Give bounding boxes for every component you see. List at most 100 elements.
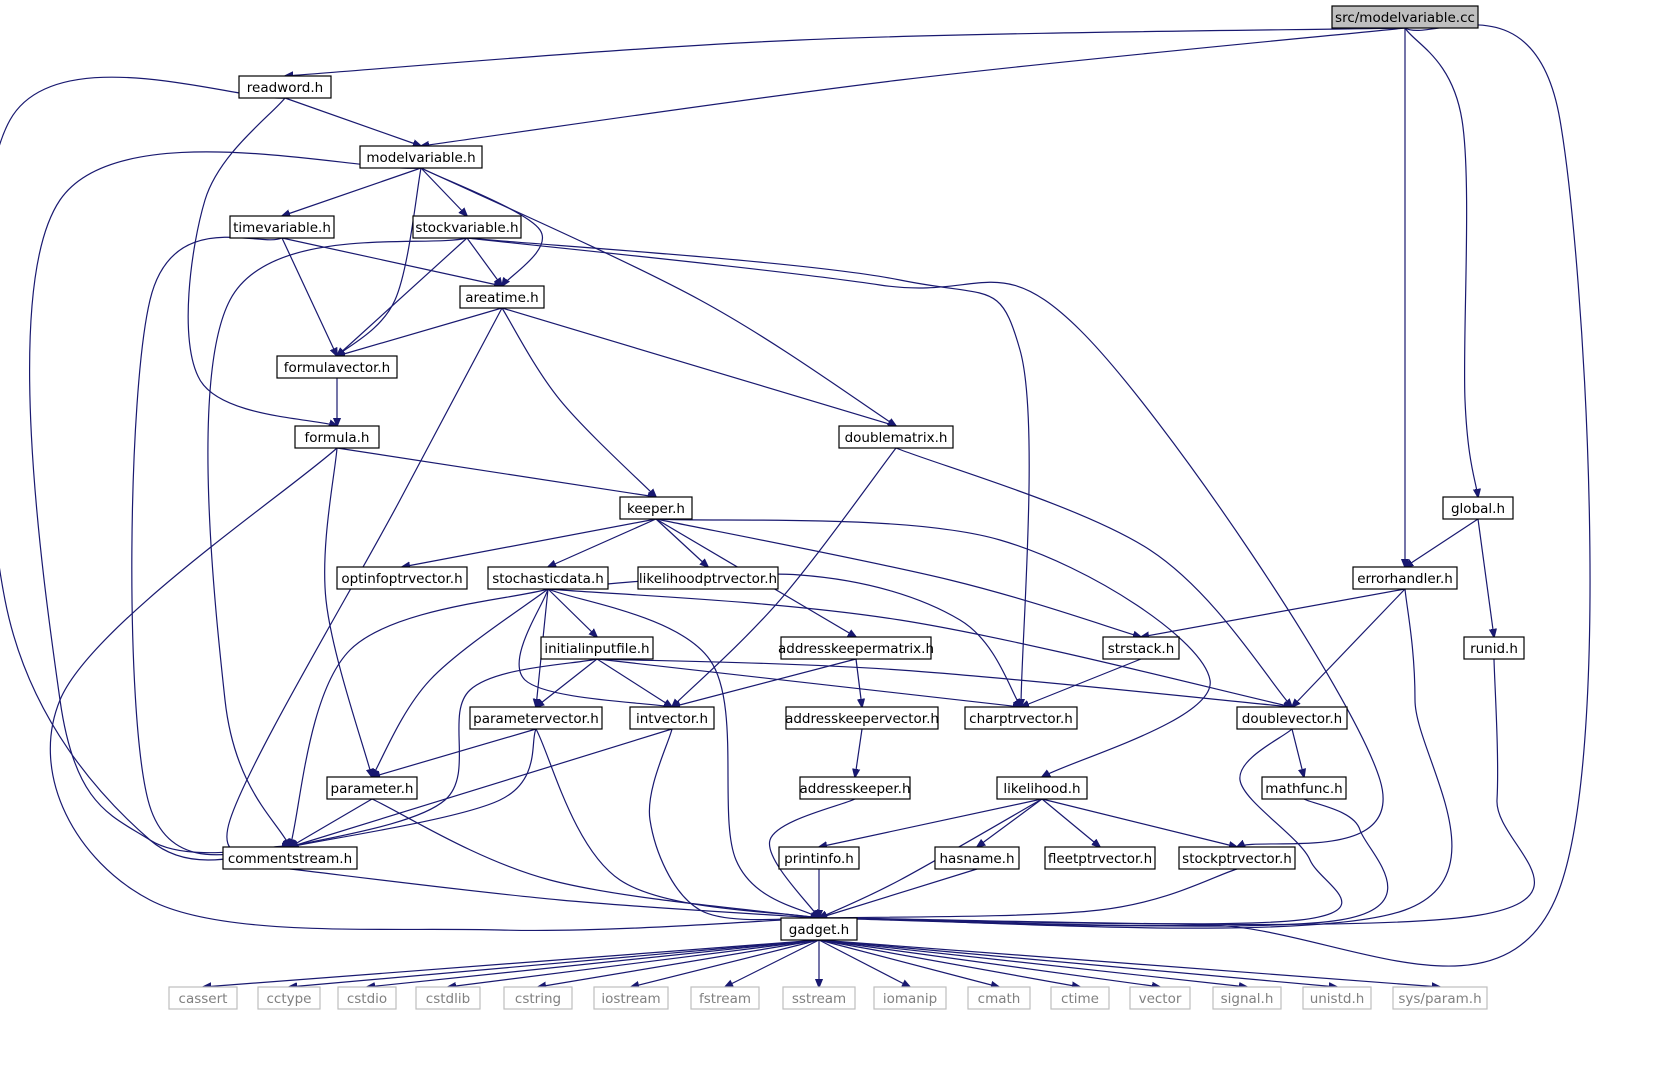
node-commentstream[interactable]: commentstream.h xyxy=(222,846,358,870)
edge-likelihood-to-hasname xyxy=(977,798,1043,847)
node-box xyxy=(782,986,856,1010)
node-label: strstack.h xyxy=(1108,641,1175,657)
node-fstream: fstream xyxy=(690,986,760,1010)
node-box xyxy=(593,986,669,1010)
node-global[interactable]: global.h xyxy=(1442,496,1514,520)
edge-initialinputfile-to-commentstream xyxy=(290,658,598,847)
node-printinfo[interactable]: printinfo.h xyxy=(778,846,860,870)
edge-gadget-to-cctype xyxy=(289,939,820,987)
node-box xyxy=(337,986,397,1010)
edge-gadget-to-sysparam xyxy=(818,939,1440,987)
node-label: hasname.h xyxy=(940,851,1015,867)
edge-root-to-readword xyxy=(285,27,1406,76)
node-label: ctime xyxy=(1061,991,1099,1007)
node-addresskeepervector[interactable]: addresskeepervector.h xyxy=(785,706,939,730)
edge-timevariable-to-formulavector xyxy=(281,237,337,356)
node-gadget[interactable]: gadget.h xyxy=(780,917,858,941)
node-box xyxy=(1463,636,1525,660)
node-box xyxy=(996,776,1088,800)
edge-parameter-to-gadget xyxy=(371,798,819,918)
edge-formula-to-parameter xyxy=(324,447,372,777)
node-runid[interactable]: runid.h xyxy=(1463,636,1525,660)
edge-likelihood-to-gadget xyxy=(819,798,1043,918)
node-box xyxy=(1442,496,1514,520)
node-iomanip: iomanip xyxy=(873,986,947,1010)
node-vector: vector xyxy=(1129,986,1191,1010)
node-box xyxy=(326,776,418,800)
node-readword[interactable]: readword.h xyxy=(238,75,332,99)
node-likelihood[interactable]: likelihood.h xyxy=(996,776,1088,800)
node-box xyxy=(799,776,911,800)
node-box xyxy=(238,75,332,99)
node-label: initialinputfile.h xyxy=(544,641,649,657)
node-label: src/modelvariable.cc xyxy=(1335,10,1475,26)
node-intvector[interactable]: intvector.h xyxy=(629,706,715,730)
node-box xyxy=(690,986,760,1010)
node-errorhandler[interactable]: errorhandler.h xyxy=(1352,566,1458,590)
node-box xyxy=(1236,706,1348,730)
node-label: likelihoodptrvector.h xyxy=(639,571,777,587)
node-addresskeeper[interactable]: addresskeeper.h xyxy=(799,776,911,800)
node-timevariable[interactable]: timevariable.h xyxy=(229,215,335,239)
node-box xyxy=(1044,846,1156,870)
edge-modelvariable-to-stockvariable xyxy=(420,167,467,216)
node-charptrvector[interactable]: charptrvector.h xyxy=(964,706,1078,730)
edge-parameter-to-commentstream xyxy=(290,798,373,847)
edge-initialinputfile-to-charptrvector xyxy=(596,658,1021,707)
node-root[interactable]: src/modelvariable.cc xyxy=(1331,5,1479,29)
edge-errorhandler-to-doublevector xyxy=(1292,588,1406,707)
node-label: cassert xyxy=(179,991,228,1007)
node-label: global.h xyxy=(1451,501,1505,517)
node-mathfunc[interactable]: mathfunc.h xyxy=(1261,776,1347,800)
edge-gadget-to-vector xyxy=(818,939,1160,987)
node-areatime[interactable]: areatime.h xyxy=(459,285,545,309)
node-label: iostream xyxy=(601,991,660,1007)
node-label: parametervector.h xyxy=(473,711,599,727)
node-box xyxy=(780,917,858,941)
edge-root-to-gadget xyxy=(819,24,1591,967)
node-doublematrix[interactable]: doublematrix.h xyxy=(838,425,954,449)
node-formula[interactable]: formula.h xyxy=(294,425,380,449)
node-likelihoodptrvector[interactable]: likelihoodptrvector.h xyxy=(637,566,779,590)
node-label: printinfo.h xyxy=(784,851,854,867)
edge-stockvariable-to-areatime xyxy=(466,237,502,286)
node-box xyxy=(1050,986,1110,1010)
edge-gadget-to-ctime xyxy=(818,939,1080,987)
node-parameter[interactable]: parameter.h xyxy=(326,776,418,800)
node-hasname[interactable]: hasname.h xyxy=(934,846,1020,870)
node-box xyxy=(629,706,715,730)
node-box xyxy=(1392,986,1488,1010)
node-stockptrvector[interactable]: stockptrvector.h xyxy=(1178,846,1296,870)
edge-stockvariable-to-commentstream xyxy=(207,237,468,847)
edge-addresskeepervector-to-addresskeeper xyxy=(855,728,863,777)
edge-timevariable-to-areatime xyxy=(281,237,502,286)
edge-stockvariable-to-formulavector xyxy=(337,237,468,356)
edge-strstack-to-charptrvector xyxy=(1021,658,1142,707)
node-optinfoptrvector[interactable]: optinfoptrvector.h xyxy=(336,566,468,590)
node-box xyxy=(873,986,947,1010)
node-modelvariable[interactable]: modelvariable.h xyxy=(359,145,483,169)
edge-keeper-to-likelihood xyxy=(655,518,1211,777)
node-box xyxy=(964,706,1078,730)
node-fleetptrvector[interactable]: fleetptrvector.h xyxy=(1044,846,1156,870)
node-label: readword.h xyxy=(247,80,323,96)
node-formulavector[interactable]: formulavector.h xyxy=(276,355,398,379)
edge-doublematrix-to-intvector xyxy=(672,447,897,707)
node-box xyxy=(222,846,358,870)
node-label: errorhandler.h xyxy=(1357,571,1453,587)
node-initialinputfile[interactable]: initialinputfile.h xyxy=(540,636,654,660)
node-parametervector[interactable]: parametervector.h xyxy=(469,706,603,730)
node-label: addresskeeper.h xyxy=(799,781,910,797)
node-addresskeepermatrix[interactable]: addresskeepermatrix.h xyxy=(778,636,934,660)
node-keeper[interactable]: keeper.h xyxy=(619,496,693,520)
node-signal: signal.h xyxy=(1212,986,1282,1010)
node-stochasticdata[interactable]: stochasticdata.h xyxy=(487,566,609,590)
node-stockvariable[interactable]: stockvariable.h xyxy=(412,215,522,239)
edge-addresskeepermatrix-to-intvector xyxy=(672,658,857,707)
node-label: cstring xyxy=(515,991,561,1007)
node-strstack[interactable]: strstack.h xyxy=(1102,636,1180,660)
edge-modelvariable-to-doublematrix xyxy=(420,167,896,426)
edge-addresskeepermatrix-to-addresskeepervector xyxy=(855,658,862,707)
node-doublevector[interactable]: doublevector.h xyxy=(1236,706,1348,730)
node-cctype: cctype xyxy=(257,986,321,1010)
